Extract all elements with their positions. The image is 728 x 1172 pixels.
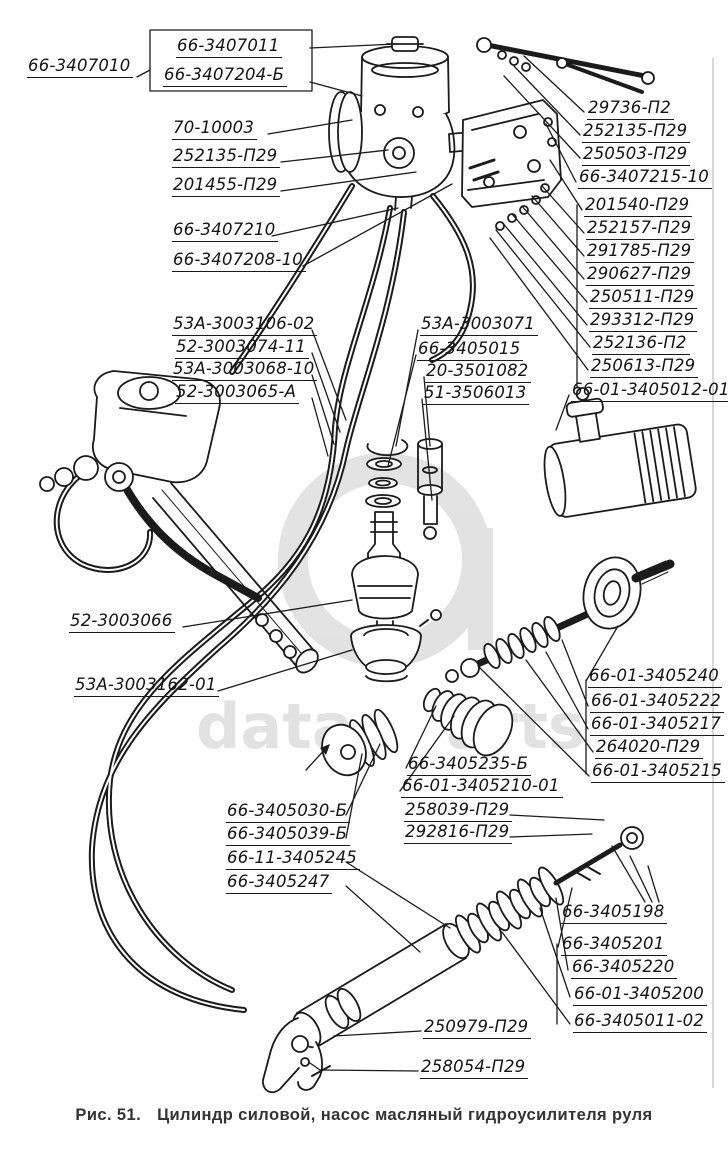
figure-number: Рис. 51.	[75, 1106, 142, 1124]
steering-gear	[39, 370, 319, 674]
hose-highlights	[55, 185, 474, 1011]
power-cylinder-barrel	[543, 387, 697, 518]
shaft-assembly	[445, 556, 675, 683]
oil-pump	[328, 36, 474, 211]
bracket-assembly	[461, 37, 655, 231]
watermark-stem	[468, 528, 493, 650]
grooved-piston	[321, 708, 399, 777]
ball-joint-boot	[350, 624, 422, 683]
leader-lines	[136, 29, 660, 1072]
bottom-cylinder	[262, 826, 644, 1094]
figure-caption: Рис. 51. Цилиндр силовой, насос масляный …	[0, 1106, 728, 1125]
bellows	[422, 687, 514, 757]
figure-title: Цилиндр силовой, насос масляный гидроуси…	[157, 1106, 653, 1124]
